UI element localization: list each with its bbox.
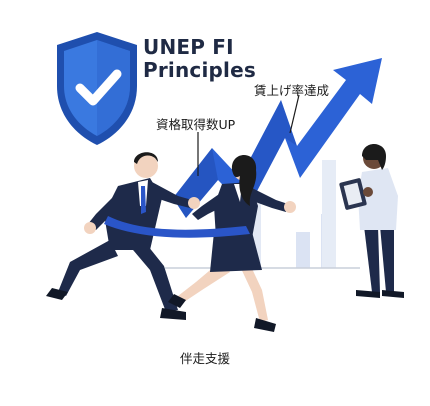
connecting-band <box>104 216 250 238</box>
running-woman <box>168 155 296 332</box>
clipboard-icon <box>339 178 367 210</box>
bg-bar <box>322 160 336 268</box>
brand-title: UNEP FI Principles <box>143 36 256 82</box>
bg-bar <box>296 232 310 268</box>
brand-title-line1: UNEP FI <box>143 35 234 59</box>
label-support: 伴走支援 <box>180 351 231 366</box>
callout-line-wage <box>289 94 300 134</box>
shield-check-icon <box>57 32 137 145</box>
standing-woman <box>339 144 404 298</box>
label-wage-increase: 賃上げ率達成 <box>254 83 330 98</box>
brand-title-line2: Principles <box>143 58 256 82</box>
label-qualifications: 資格取得数UP <box>156 117 236 132</box>
